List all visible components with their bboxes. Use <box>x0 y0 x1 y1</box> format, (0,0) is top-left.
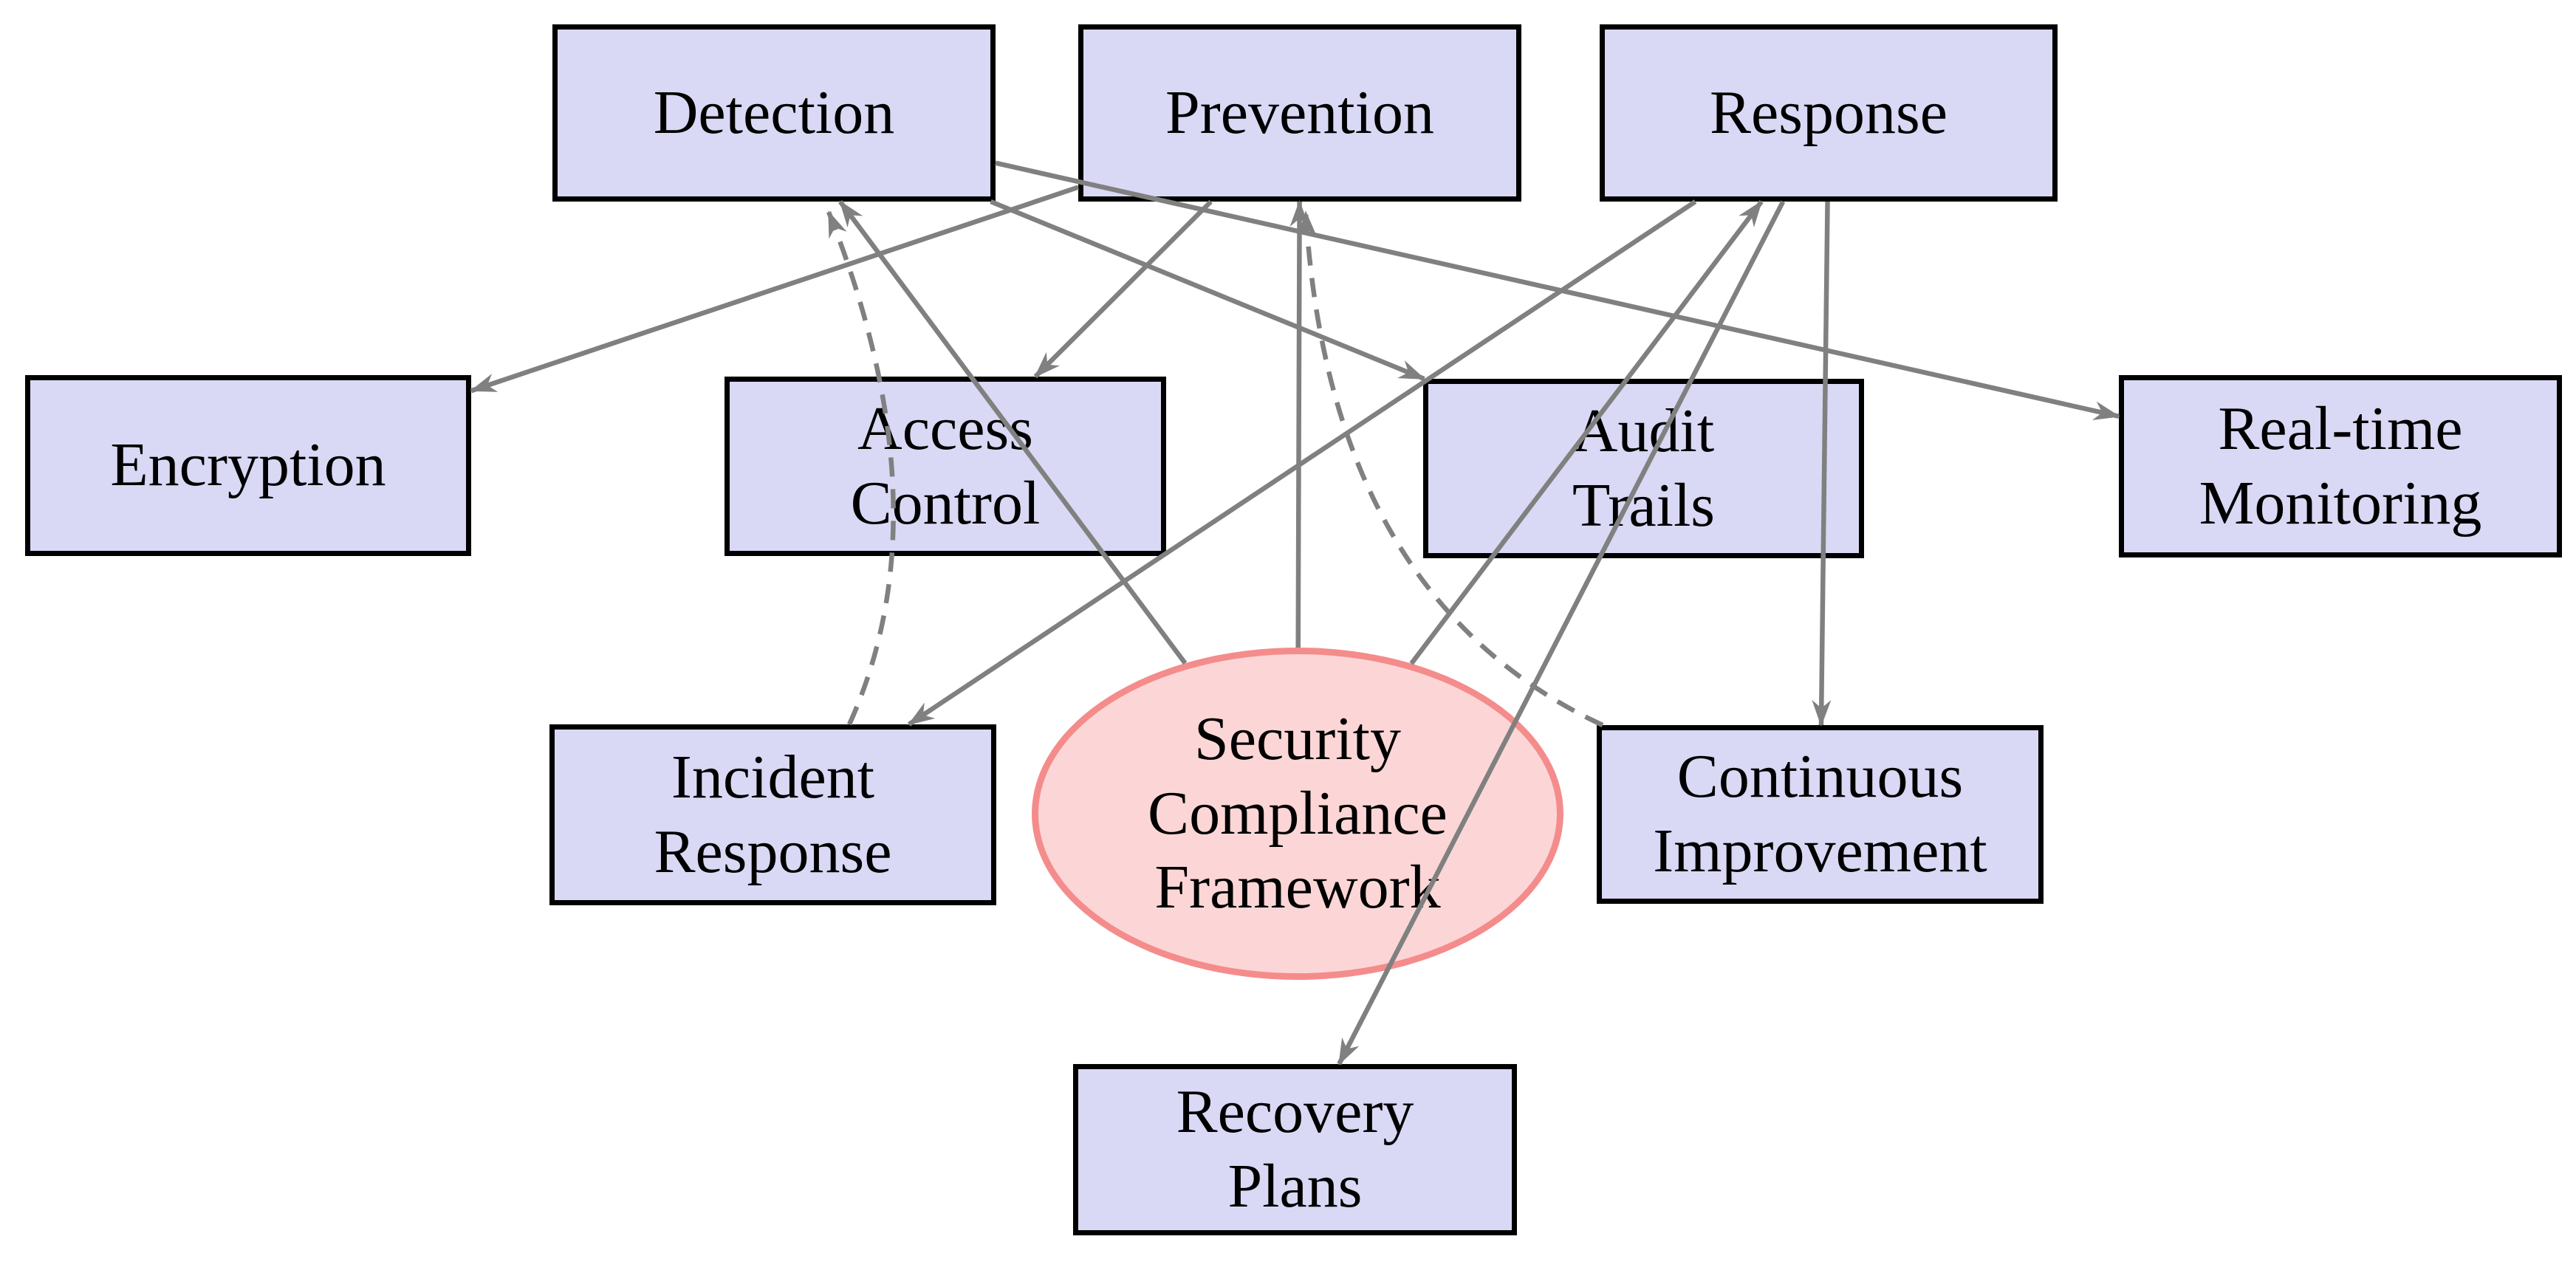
node-prevention-label: Prevention <box>1165 78 1434 147</box>
node-detection-label: Detection <box>653 78 895 147</box>
node-detection: Detection <box>552 24 996 202</box>
node-access-control: Access Control <box>724 377 1166 556</box>
node-prevention: Prevention <box>1078 24 1521 202</box>
node-security-compliance-framework: Security Compliance Framework <box>1032 648 1563 980</box>
edge-detection-to-audit <box>990 199 1426 382</box>
node-realtime-monitoring: Real-time Monitoring <box>2119 375 2562 557</box>
node-recovery-plans-label: Recovery Plans <box>1176 1077 1414 1221</box>
node-recovery-plans: Recovery Plans <box>1073 1064 1517 1235</box>
node-incident-response: Incident Response <box>549 724 996 905</box>
edge-prevention-to-encryption <box>470 185 1080 394</box>
node-continuous-improvement-label: Continuous Improvement <box>1653 742 1987 885</box>
node-continuous-improvement: Continuous Improvement <box>1597 725 2044 904</box>
node-security-compliance-framework-label: Security Compliance Framework <box>1148 704 1448 922</box>
edge-hub-to-prevention <box>1289 200 1309 648</box>
node-audit-trails-label: Audit Trails <box>1572 396 1715 540</box>
node-realtime-monitoring-label: Real-time Monitoring <box>2199 394 2482 538</box>
node-encryption: Encryption <box>25 375 471 556</box>
edge-prevention-to-access <box>1033 199 1213 379</box>
node-incident-response-label: Incident Response <box>654 742 892 886</box>
node-access-control-label: Access Control <box>850 394 1041 538</box>
node-encryption-label: Encryption <box>110 430 386 500</box>
node-audit-trails: Audit Trails <box>1423 379 1864 558</box>
node-response-label: Response <box>1710 78 1948 147</box>
node-response: Response <box>1600 24 2058 202</box>
